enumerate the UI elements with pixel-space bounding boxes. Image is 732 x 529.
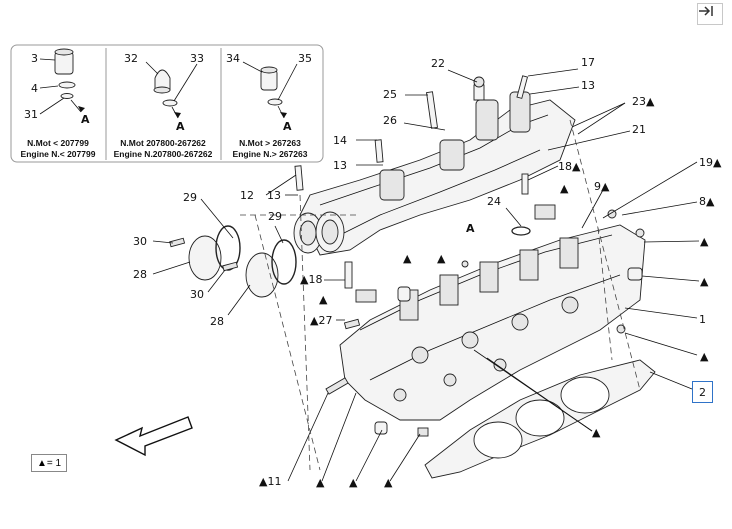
callout-1[interactable]: 1 [699,313,706,326]
callout-17[interactable]: 17 [581,56,595,69]
callout-28-top[interactable]: 28 [133,268,147,281]
callout-8[interactable]: 8▲ [699,195,715,208]
callout-18-top[interactable]: 18▲ [558,160,581,173]
inset-callout-32: 32 [124,52,138,65]
svg-text:▲: ▲ [384,476,393,489]
camshaft-carrier [293,91,576,256]
cylinder-head [339,224,646,421]
small-fasteners [294,75,645,437]
callout-14[interactable]: 14 [333,134,347,147]
callout-18-left[interactable]: ▲18 [300,273,322,286]
collapse-panel-button[interactable] [697,3,723,25]
selected-callout-2[interactable]: 2 [692,381,713,403]
head-gasket [424,359,656,479]
inset-tappet-3 [242,61,298,119]
callout-13-mid[interactable]: 13 [333,159,347,172]
inset-col1-line1: N.Mot < 207799 [27,138,89,148]
svg-text:▲: ▲ [349,476,358,489]
callout-21[interactable]: 21 [632,123,646,136]
inset-callout-33: 33 [190,52,204,65]
callout-29-left[interactable]: 29 [183,191,197,204]
callout-24[interactable]: 24 [487,195,501,208]
callout-13-left[interactable]: 13 [267,189,281,202]
triangle-markers: ▲ ▲ ▲ ▲ ▲ ▲ ▲ ▲ ▲ ▲ ▲ [316,182,709,489]
inset-arrow-label-a1: A [81,113,90,126]
svg-text:▲: ▲ [700,235,709,248]
svg-text:▲: ▲ [592,426,601,439]
legend-text: ▲= 1 [36,457,62,469]
inset-arrow-label-a3: A [283,120,292,133]
legend-badge: ▲= 1 [31,454,67,472]
selected-callout-label: 2 [699,385,706,399]
callout-23[interactable]: 23▲ [632,95,655,108]
variator-assembly-left [169,225,297,298]
callout-30-top[interactable]: 30 [133,235,147,248]
svg-text:▲: ▲ [700,350,709,363]
callout-25[interactable]: 25 [383,88,397,101]
alignment-lines [240,119,641,471]
svg-text:▲: ▲ [700,275,709,288]
inset-col1-line2: Engine N.< 207799 [21,149,96,159]
inset-arrow-label-a2: A [176,120,185,133]
inset-tappet-1 [39,48,85,115]
svg-text:▲: ▲ [316,476,325,489]
callout-28-bottom[interactable]: 28 [210,315,224,328]
callout-9[interactable]: 9▲ [594,180,610,193]
inset-callout-34: 34 [226,52,240,65]
callout-22[interactable]: 22 [431,57,445,70]
svg-text:▲: ▲ [560,182,569,195]
callout-29-right[interactable]: 29 [268,210,282,223]
inset-col3-line2: Engine N.> 267263 [233,149,308,159]
inset-tappet-2 [145,61,198,119]
inset-col3-line1: N.Mot > 267263 [239,138,301,148]
inset-callout-3: 3 [31,52,38,65]
svg-text:▲: ▲ [403,252,412,265]
callout-19[interactable]: 19▲ [699,156,722,169]
inset-callout-4: 4 [31,82,38,95]
callout-26[interactable]: 26 [383,114,397,127]
callout-12[interactable]: 12 [240,189,254,202]
arrow-to-right-icon [699,6,713,16]
callout-30-bottom[interactable]: 30 [190,288,204,301]
inset-callout-31: 31 [24,108,38,121]
inset-col2-line2: Engine N.207800-267262 [114,149,213,159]
leader-lines [152,68,700,482]
svg-text:▲: ▲ [437,252,446,265]
callout-a-main[interactable]: A [466,222,475,235]
callout-27[interactable]: ▲27 [310,314,332,327]
callout-13-top[interactable]: 13 [581,79,595,92]
inset-col2-line1: N.Mot 207800-267262 [120,138,206,148]
callout-11[interactable]: ▲11 [259,475,281,488]
inset-callout-35: 35 [298,52,312,65]
svg-text:▲: ▲ [319,293,328,306]
front-direction-arrow [114,416,193,457]
